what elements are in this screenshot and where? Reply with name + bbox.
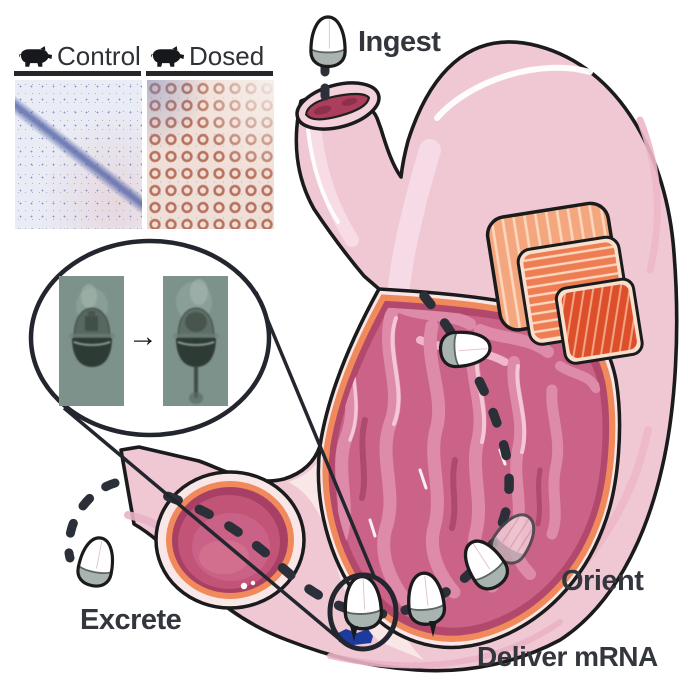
histology-image-control [15, 80, 142, 229]
step-label-excrete: Excrete [80, 604, 182, 636]
pyloric-opening [154, 470, 306, 610]
inset-photo-before [59, 276, 124, 406]
capsule-ingest-icon [309, 15, 347, 69]
step-label-orient: Orient [561, 565, 644, 597]
step-label-deliver-mrna: Deliver mRNA [477, 641, 658, 672]
control-underline [14, 71, 141, 76]
capsule-excreted-icon [73, 533, 120, 591]
pig-icon [19, 45, 53, 67]
dosed-underline [146, 71, 273, 76]
muscle-layers [485, 201, 644, 365]
injection-needle [350, 626, 358, 641]
stomach-interior [316, 287, 622, 650]
histology-dosed-label: Dosed [189, 41, 265, 71]
histology-control-header: Control [18, 41, 141, 72]
magnifier-circle [327, 572, 399, 652]
callout-line [254, 291, 376, 577]
histology-image-dosed [147, 80, 274, 229]
histology-dosed-header: Dosed [150, 41, 264, 72]
callout-line [62, 406, 346, 645]
injection-needle [429, 621, 437, 637]
histology-control-label: Control [57, 41, 141, 71]
arrow-right-icon: → [128, 320, 158, 353]
pig-icon [151, 45, 185, 67]
step-label-ingest: Ingest [358, 26, 441, 58]
inset-photo-after [163, 276, 228, 406]
esophagus-opening [295, 81, 381, 131]
